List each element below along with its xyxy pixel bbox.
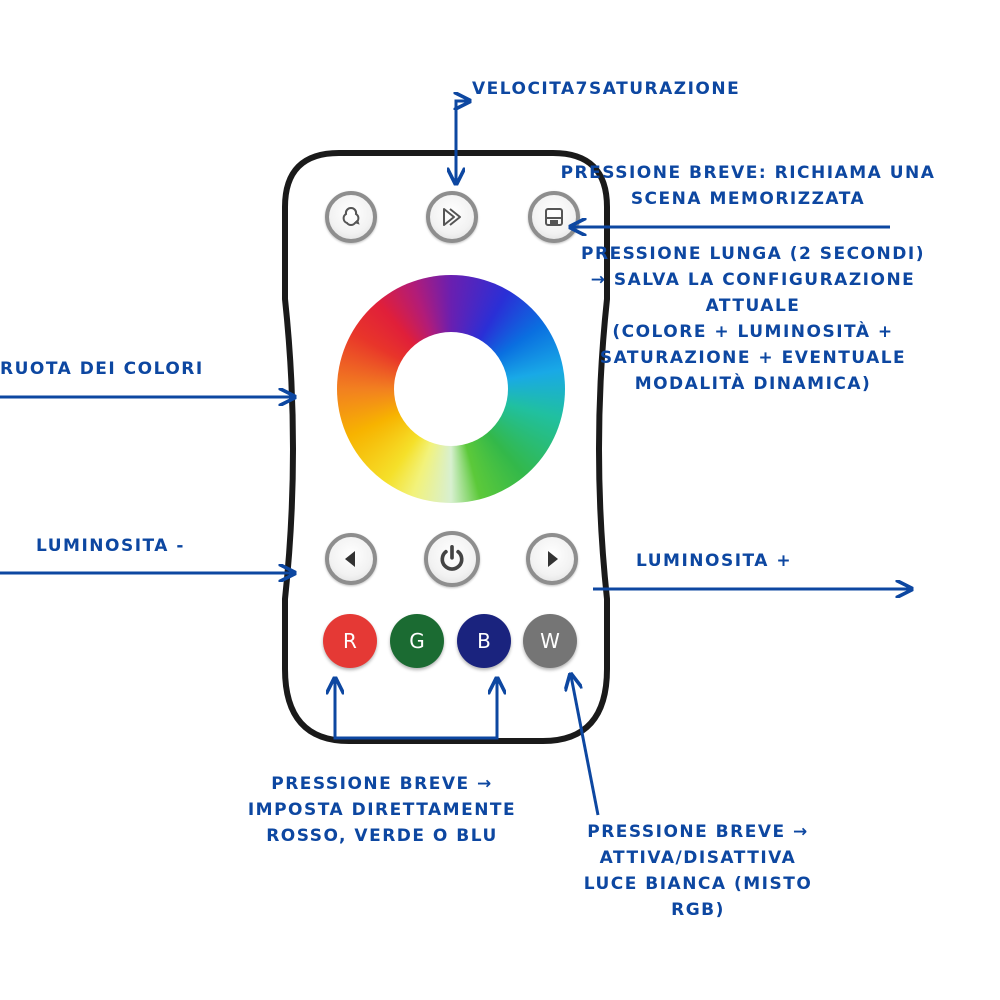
color-wheel[interactable] [337,275,565,503]
scene-cycle-icon [342,207,360,226]
label-rgb-line: rosso, verde o blu [266,826,498,846]
arrow-left-icon [345,551,355,567]
label-long-press-line: saturazione + eventuale [599,348,907,368]
label-long-press-line: (colore + luminosità + [612,322,894,342]
scene-button[interactable] [325,191,377,243]
label-white-line: Pressione breve → [587,822,809,842]
arrow-right-icon [548,551,558,567]
green-button[interactable]: G [390,614,444,668]
label-white-line: rgb) [671,900,725,920]
arrow-speed [456,101,468,182]
arrow-white [571,676,600,816]
blue-button[interactable]: B [457,614,511,668]
label-brightness-up: luminosita + [636,551,793,571]
power-button[interactable] [424,531,480,587]
label-long-press-line: Pressione lunga (2 secondi) [581,244,925,264]
label-long-press-line: attuale [705,296,801,316]
label-brightness-down: Luminosita - [36,536,185,556]
brightness-down-button[interactable] [325,533,377,585]
label-color-wheel: ruota dei colori [0,359,204,379]
label-white-button: Pressione breve → attiva/disattiva luce … [548,819,848,923]
speed-play-icon [443,208,461,226]
label-rgb-line: imposta direttamente [247,800,517,820]
label-long-press-line: modalità dinamica) [634,374,872,394]
label-short-press-recall: Pressione breve: richiama una scena memo… [560,163,936,209]
white-button[interactable]: W [523,614,577,668]
red-button[interactable]: R [323,614,377,668]
brightness-up-button[interactable] [526,533,578,585]
label-white-line: attiva/disattiva [599,848,797,868]
label-rgb-buttons: Pressione breve → imposta direttamente r… [212,771,552,849]
label-long-press-line: → salva la configurazione [590,270,916,290]
arrow-rgb [335,680,497,740]
label-long-press: Pressione lunga (2 secondi) → salva la c… [548,241,958,397]
label-white-line: luce bianca (misto [583,874,813,894]
speed-button[interactable] [426,191,478,243]
label-speed-saturation: Velocita7saturazione [472,79,741,99]
save-memory-icon [545,208,563,226]
power-icon [440,545,464,571]
color-wheel-center [394,332,508,446]
label-rgb-line: Pressione breve → [271,774,493,794]
